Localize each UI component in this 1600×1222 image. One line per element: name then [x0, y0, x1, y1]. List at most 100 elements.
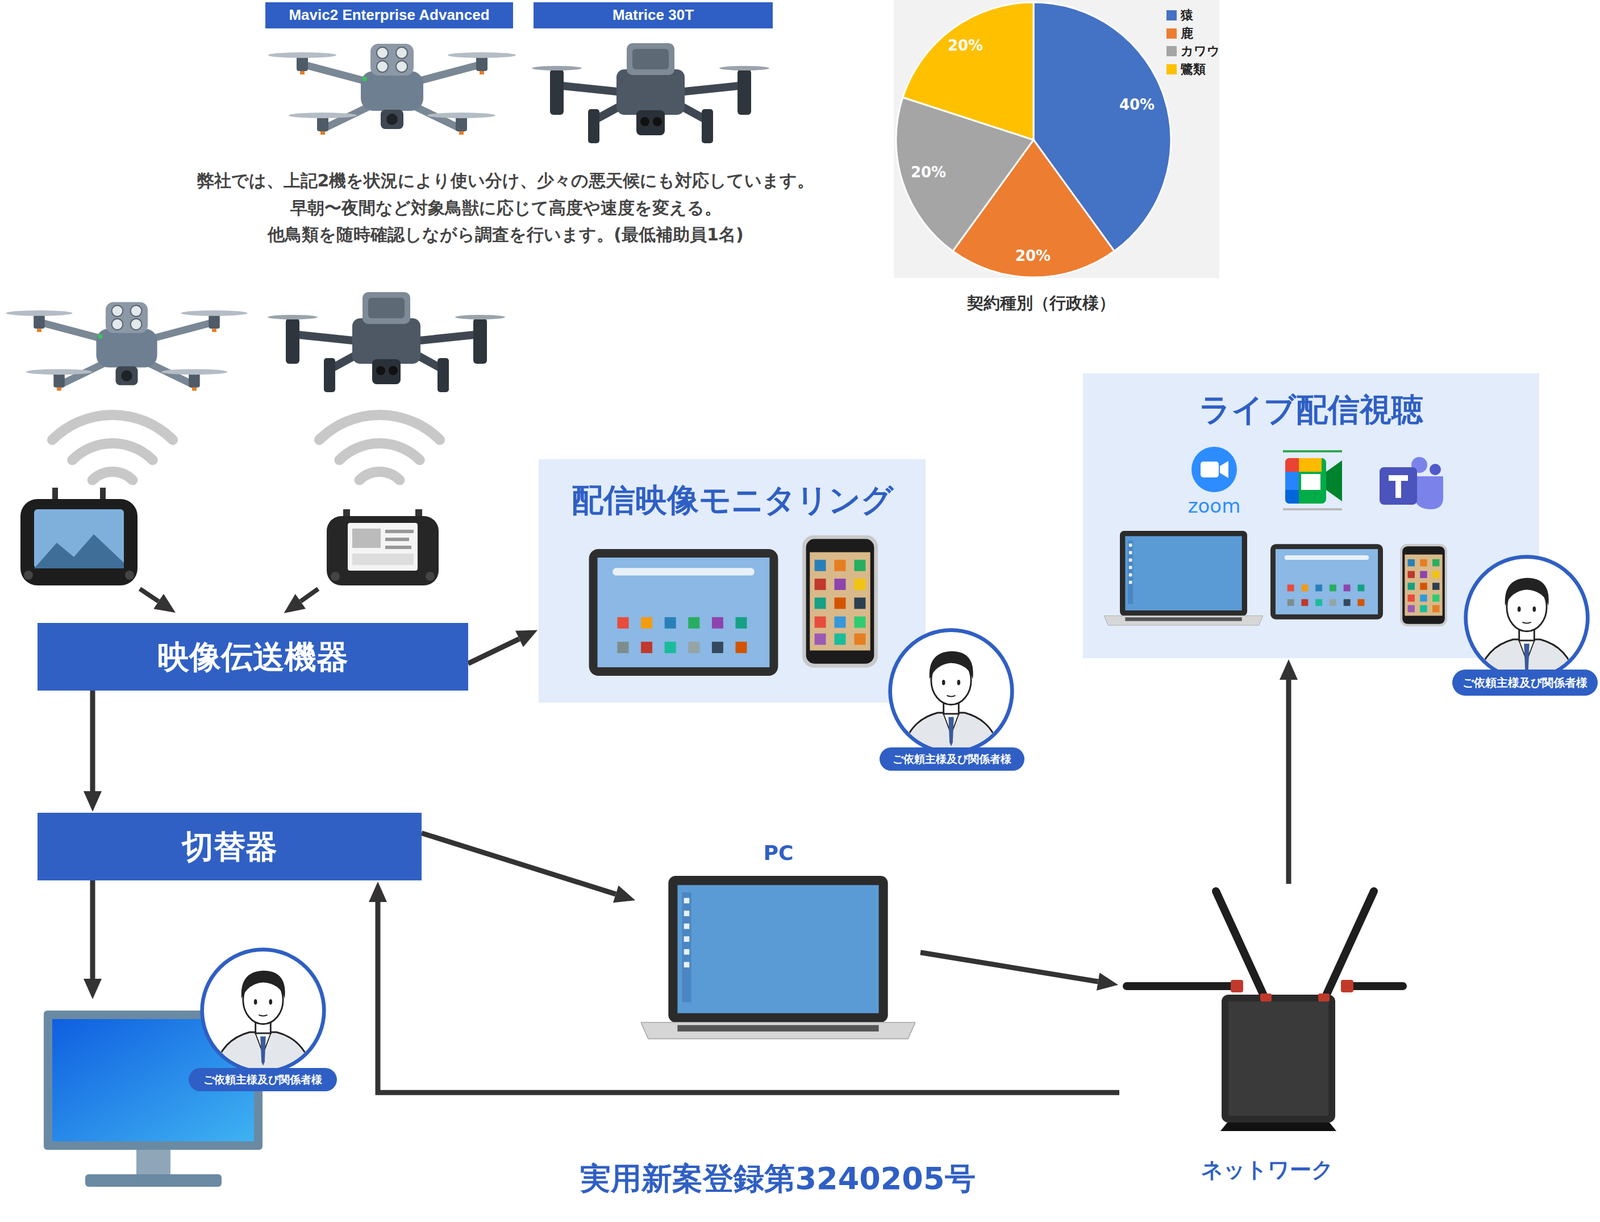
legend-swatch	[1166, 46, 1177, 57]
illustration-layer	[52, 414, 173, 440]
illustration-layer	[531, 43, 770, 144]
flow-arrow	[377, 901, 1120, 1093]
illustration-layer	[385, 545, 412, 549]
flow-arrow	[1286, 679, 1292, 884]
flow-arrow	[421, 832, 616, 894]
model-bar: Mavic2 Enterprise Advanced	[265, 2, 514, 29]
percent-label: 20%	[910, 163, 947, 182]
signal-arrow	[139, 588, 319, 602]
illustration-layer	[385, 537, 410, 541]
illustration-layer	[267, 292, 506, 393]
illustration-layer	[1260, 993, 1272, 1002]
percent-label: 20%	[1015, 247, 1051, 265]
illustration-layer	[34, 534, 124, 569]
illustration-layer	[352, 528, 381, 548]
illustration-layer	[1465, 556, 1589, 683]
legend-swatch	[1166, 28, 1177, 39]
illustration-layer	[52, 487, 58, 504]
illustration-layer	[1318, 993, 1330, 1002]
illustration-layer	[425, 571, 435, 581]
illustration-layer	[34, 509, 124, 569]
note-text: 他鳥類を随時確認しながら調査を行います。(最低補助員1名)	[267, 224, 744, 245]
viewing-panel: ライブ配信視聴ご依頼主様及び関係者様	[1082, 373, 1540, 658]
illustration-layer	[1230, 979, 1244, 993]
illustration-layer	[347, 522, 418, 571]
illustration-layer	[1122, 981, 1237, 990]
illustration-layer	[1340, 979, 1354, 993]
illustration-layer	[952, 139, 1115, 278]
illustration-layer	[202, 949, 325, 1075]
device-label: ネットワーク	[1119, 1156, 1415, 1183]
illustration-layer	[1379, 467, 1418, 505]
illustration-layer	[893, 0, 1220, 278]
device-picture	[589, 530, 1448, 1039]
illustration-layer	[589, 548, 779, 676]
illustration-layer	[72, 443, 153, 460]
illustration-layer	[1215, 890, 1266, 1000]
legend-text: 鷺類	[1180, 61, 1206, 77]
illustration-layer	[1388, 475, 1408, 481]
illustration-layer	[92, 471, 133, 481]
wifi-signal	[52, 414, 440, 481]
chart-caption: 契約種別（行政様）	[967, 293, 1116, 314]
illustration-layer	[1228, 1001, 1329, 1116]
illustration-layer	[1285, 457, 1327, 504]
illustration-layer	[326, 515, 439, 586]
router-picture	[1122, 890, 1407, 1131]
illustration-layer	[1429, 463, 1441, 475]
model-name: Matrice 30T	[612, 6, 694, 24]
illustration-layer	[268, 43, 516, 135]
zoom-icon	[1191, 446, 1237, 493]
monitoring-panel: 配信映像モニタリングご依頼主様及び関係者様	[538, 459, 926, 703]
illustration-layer	[100, 487, 106, 504]
illustration-layer	[300, 588, 319, 602]
person-icon	[202, 556, 1589, 1075]
process-box: 映像伝送機器	[37, 622, 469, 691]
device-label: PC	[636, 840, 921, 865]
controller	[20, 487, 439, 586]
note-text: 弊社では、上記2機を状況により使い分け、少々の悪天候にも対応しています。	[197, 170, 815, 191]
illustration-layer	[125, 570, 135, 580]
illustration-layer	[896, 97, 1034, 252]
illustration-layer	[1270, 543, 1383, 620]
illustration-layer	[23, 570, 33, 580]
illustration-layer	[1220, 1122, 1337, 1131]
pie-chart	[896, 2, 1172, 278]
illustration-layer	[902, 2, 1034, 140]
illustration-layer	[136, 1149, 171, 1175]
flow-arrow	[90, 880, 96, 979]
monitor-node: ご依頼主様及び関係者様	[43, 1000, 345, 1191]
illustration-layer	[1219, 460, 1229, 478]
illustration-layer	[359, 471, 400, 481]
flow-arrow	[90, 690, 96, 791]
viewer-badge: ご依頼主様及び関係者様	[879, 747, 1025, 771]
registration-caption: 実用新案登録第3240205号	[580, 1160, 975, 1198]
monitor-picture	[43, 1010, 263, 1187]
illustration-layer	[1400, 543, 1448, 627]
logo-text: zoom	[1188, 494, 1241, 518]
percent-label: 40%	[1119, 96, 1155, 114]
illustration-layer	[52, 1018, 254, 1141]
illustration-layer	[1409, 476, 1444, 510]
illustration-layer	[1033, 2, 1172, 252]
panel-heading: ライブ配信視聴	[1082, 390, 1540, 429]
illustration-layer	[1411, 456, 1428, 473]
legend-text: カワウ	[1180, 43, 1220, 59]
box-label: 映像伝送機器	[157, 637, 349, 676]
router-node: ネットワーク	[1119, 883, 1415, 1191]
illustration-layer	[43, 1010, 263, 1150]
percent-label: 20%	[947, 36, 983, 55]
drone-picture	[5, 43, 770, 393]
illustration-layer	[1395, 475, 1402, 498]
illustration-layer	[1326, 460, 1343, 502]
flow-arrow	[468, 638, 520, 664]
illustration-layer	[85, 1173, 222, 1187]
illustration-layer	[385, 529, 414, 533]
illustration-layer	[1285, 457, 1299, 472]
illustration-layer	[1103, 530, 1264, 625]
illustration-layer	[640, 875, 916, 1039]
illustration-layer	[1298, 457, 1322, 472]
illustration-layer	[319, 414, 440, 440]
illustration-layer	[5, 301, 248, 391]
